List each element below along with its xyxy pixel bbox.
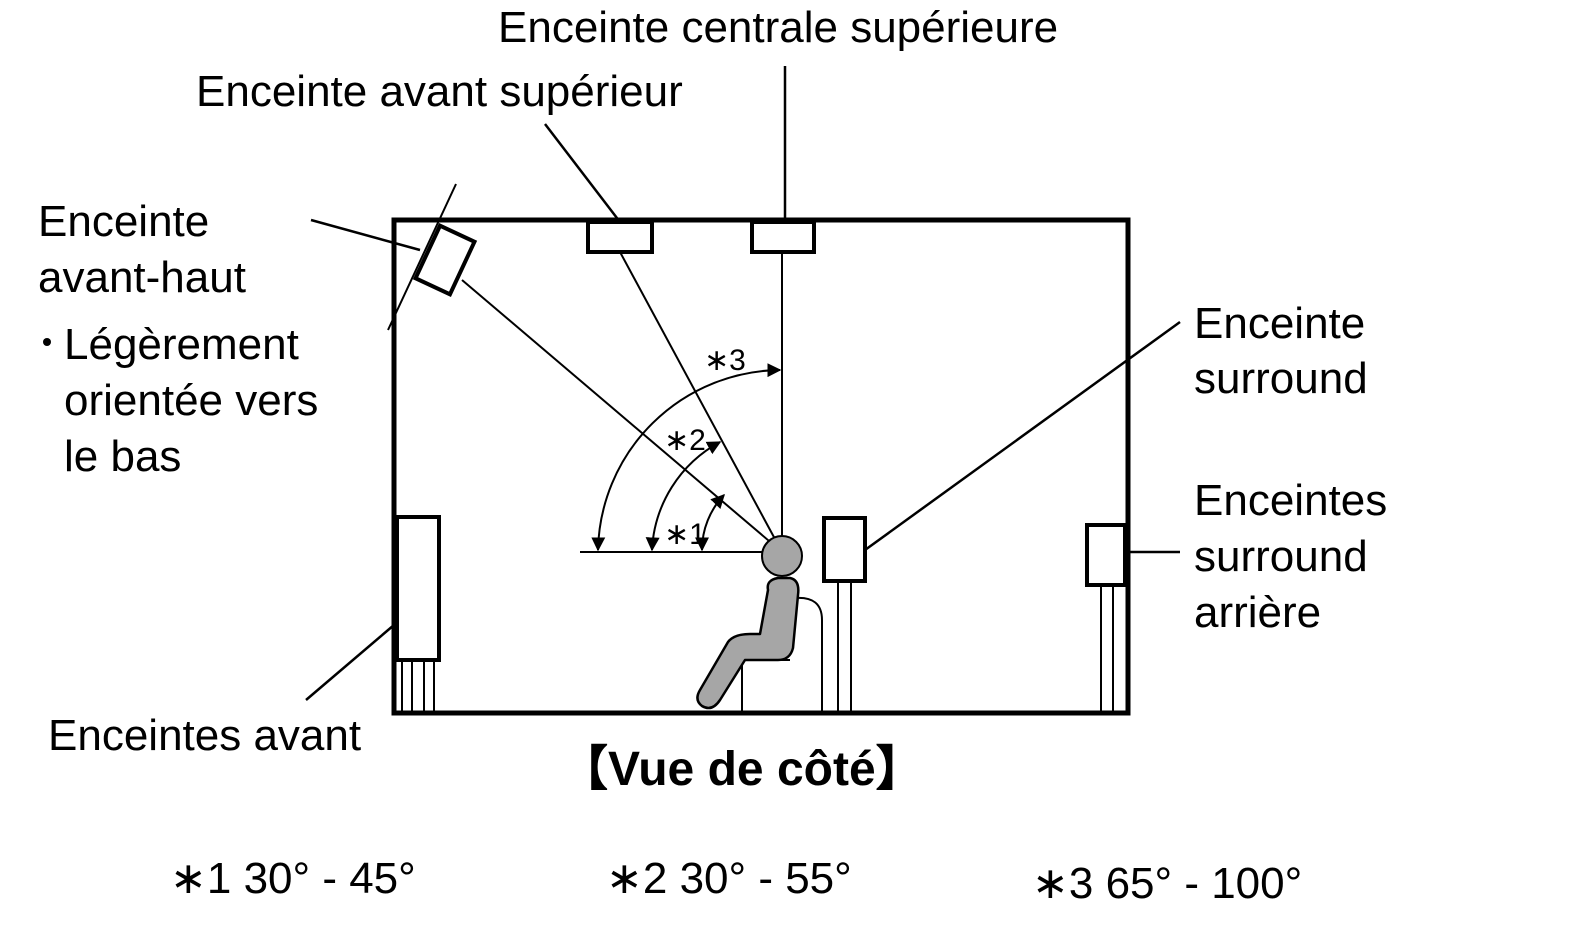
surround-back-speaker <box>1085 523 1127 587</box>
listener-body <box>696 576 800 710</box>
angle-mark-3: ∗3 <box>704 344 746 377</box>
label-surround-back-line3: arrière <box>1194 588 1321 637</box>
angle-note-3: ∗3 65° - 100° <box>1032 859 1302 908</box>
front-speaker-leader <box>305 624 395 701</box>
angle-mark-1: ∗1 <box>664 518 706 551</box>
label-tilt-note-line1: Légèrement <box>64 320 299 369</box>
surround-back-speaker-stand <box>1100 585 1114 712</box>
label-tilt-note-line3: le bas <box>64 432 181 481</box>
front-height-leader <box>310 218 421 252</box>
top-middle-speaker <box>750 220 816 254</box>
front-speaker-stand <box>401 660 435 712</box>
top-front-speaker <box>586 220 654 254</box>
surround-speaker-stand <box>837 581 852 712</box>
label-top-middle-speaker: Enceinte centrale supérieure <box>498 3 1058 52</box>
label-tilt-note-line2: orientée vers <box>64 376 318 425</box>
angle-note-2: ∗2 30° - 55° <box>606 854 852 903</box>
angle-arc-3 <box>591 363 782 552</box>
listener-head <box>761 535 803 577</box>
front-height-speaker <box>412 223 478 297</box>
label-surround-line1: Enceinte <box>1194 299 1365 348</box>
sight-line-top-front <box>619 251 783 553</box>
label-front-speakers: Enceintes avant <box>48 711 361 760</box>
front-height-angle-guide <box>387 183 457 331</box>
top-front-leader <box>544 123 621 223</box>
label-top-front-speaker: Enceinte avant supérieur <box>196 67 683 116</box>
front-speaker <box>395 515 441 662</box>
label-front-height-line2: avant-haut <box>38 253 246 302</box>
surround-speaker <box>822 516 867 583</box>
surround-speaker-leader <box>864 320 1181 552</box>
label-front-height-line1: Enceinte <box>38 197 209 246</box>
bullet-dot <box>43 338 51 346</box>
view-title: 【Vue de côté】 <box>560 743 924 796</box>
angle-mark-2: ∗2 <box>664 424 706 457</box>
label-surround-line2: surround <box>1194 354 1368 403</box>
label-surround-back-line2: surround <box>1194 532 1368 581</box>
angle-note-1: ∗1 30° - 45° <box>170 854 416 903</box>
sight-line-front-height <box>461 279 783 553</box>
label-surround-back-line1: Enceintes <box>1194 476 1387 525</box>
listener-figure <box>696 535 803 710</box>
